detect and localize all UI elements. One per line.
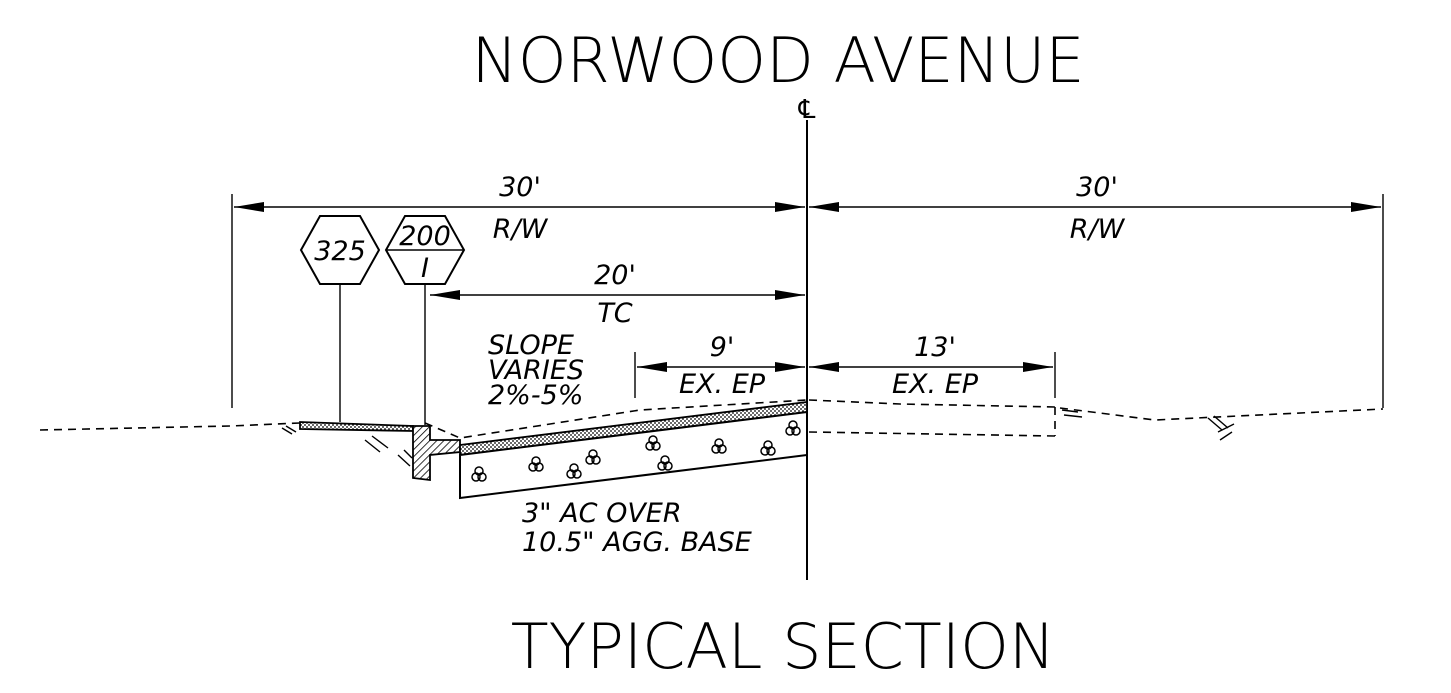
callout-200-bottom-text: I	[421, 253, 429, 284]
left-rw-value: 30'	[499, 172, 541, 203]
tc-label: TC	[597, 298, 632, 329]
slope-note-line-3: 2%-5%	[488, 380, 583, 411]
existing-ground-left	[39, 422, 301, 431]
sidewalk-section	[299, 421, 414, 432]
callout-200-top-text: 200	[399, 221, 451, 252]
right-rw-value: 30'	[1076, 172, 1118, 203]
curb-section	[412, 425, 461, 482]
right-ep-value: 13'	[914, 332, 956, 363]
existing-pavement-bottom	[808, 431, 1056, 437]
callout-325-text: 325	[314, 236, 366, 267]
tc-value: 20'	[594, 260, 636, 291]
slope-note-line-1: SLOPE	[488, 330, 574, 361]
existing-ground-right	[1059, 407, 1384, 421]
drawing-subtitle: TYPICAL SECTION	[511, 610, 1056, 683]
existing-ground-center	[424, 399, 808, 439]
existing-pavement-top	[808, 399, 1056, 408]
pavement-note-line-1: 3" AC OVER	[522, 498, 682, 529]
ground-hatch-symbols	[281, 409, 1235, 467]
left-rw-label: R/W	[493, 214, 549, 245]
right-ep-label: EX. EP	[892, 369, 979, 400]
slope-note-line-2: VARIES	[488, 355, 584, 386]
centerline-symbol: ℄	[798, 95, 816, 125]
pavement-note-line-2: 10.5" AGG. BASE	[522, 527, 752, 558]
right-rw-label: R/W	[1070, 214, 1126, 245]
aggregate-base-layer	[459, 410, 808, 500]
left-ep-label: EX. EP	[679, 369, 766, 400]
left-ep-value: 9'	[710, 332, 735, 363]
aggregate-symbols	[471, 420, 801, 482]
callout-hexagon-325	[299, 215, 381, 285]
drawing-title: NORWOOD AVENUE	[471, 24, 1084, 97]
